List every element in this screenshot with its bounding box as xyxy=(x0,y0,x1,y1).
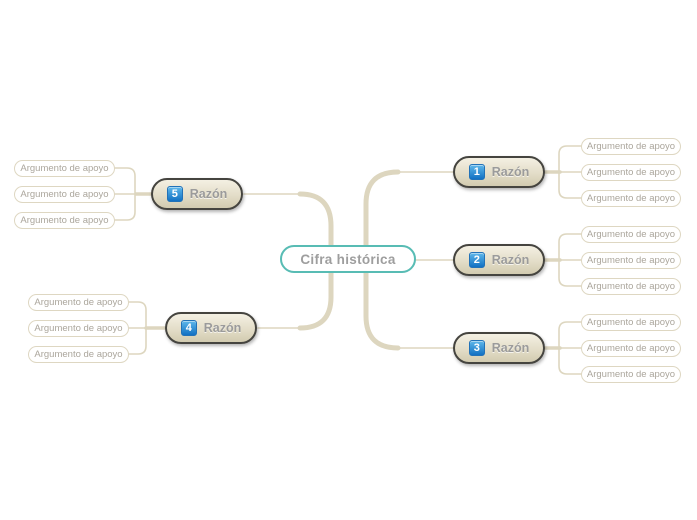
argument-node[interactable]: Argumento de apoyo xyxy=(581,189,681,207)
branch-node-3[interactable]: 3 Razón xyxy=(453,332,545,364)
bracket-branch-4 xyxy=(128,301,147,355)
branch-node-2[interactable]: 2 Razón xyxy=(453,244,545,276)
branch-node-4[interactable]: 4 Razón xyxy=(165,312,257,344)
bracket-branch-2 xyxy=(558,233,582,287)
argument-node[interactable]: Argumento de apoyo xyxy=(14,185,115,203)
argument-node[interactable]: Argumento de apoyo xyxy=(28,319,129,337)
branch-label: Razón xyxy=(491,253,530,267)
branch-label: Razón xyxy=(491,165,530,179)
branch-label: Razón xyxy=(203,321,242,335)
argument-node[interactable]: Argumento de apoyo xyxy=(28,345,129,363)
branch-number-badge: 1 xyxy=(468,164,485,180)
branch-label: Razón xyxy=(491,341,530,355)
bracket-branch-1 xyxy=(558,145,582,199)
argument-node[interactable]: Argumento de apoyo xyxy=(581,163,681,181)
argument-node[interactable]: Argumento de apoyo xyxy=(581,137,681,155)
argument-node[interactable]: Argumento de apoyo xyxy=(14,211,115,229)
argument-node[interactable]: Argumento de apoyo xyxy=(581,365,681,383)
argument-node[interactable]: Argumento de apoyo xyxy=(581,251,681,269)
bracket-branch-5 xyxy=(114,167,136,221)
central-topic-node[interactable]: Cifra histórica xyxy=(280,245,416,273)
branch-label: Razón xyxy=(189,187,228,201)
argument-node[interactable]: Argumento de apoyo xyxy=(28,293,129,311)
branch-node-1[interactable]: 1 Razón xyxy=(453,156,545,188)
argument-node[interactable]: Argumento de apoyo xyxy=(14,159,115,177)
branch-number-badge: 2 xyxy=(468,252,485,268)
argument-node[interactable]: Argumento de apoyo xyxy=(581,313,681,331)
branch-node-5[interactable]: 5 Razón xyxy=(151,178,243,210)
argument-node[interactable]: Argumento de apoyo xyxy=(581,339,681,357)
bracket-branch-3 xyxy=(558,321,582,375)
argument-node[interactable]: Argumento de apoyo xyxy=(581,277,681,295)
branch-number-badge: 4 xyxy=(180,320,197,336)
branch-number-badge: 5 xyxy=(166,186,183,202)
branch-number-badge: 3 xyxy=(468,340,485,356)
argument-node[interactable]: Argumento de apoyo xyxy=(581,225,681,243)
